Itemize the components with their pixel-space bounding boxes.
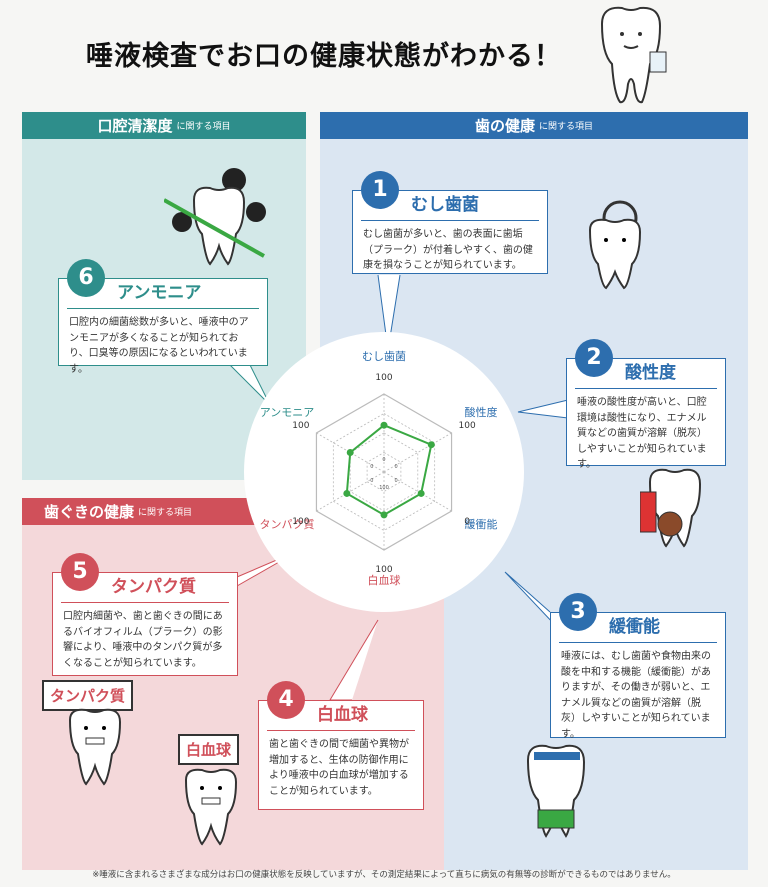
panel-header: 口腔清潔度に関する項目 [22, 112, 306, 139]
page-title: 唾液検査でお口の健康状態がわかる！ [86, 41, 562, 72]
radar-axis-max-label: 100 [375, 373, 392, 383]
card-text: 唾液の酸性度が高いと、口腔環境は酸性になり、エナメル質などの歯質が溶解（脱灰）し… [577, 397, 707, 470]
card-protein: 5 タンパク質 口腔内細菌や、歯と歯ぐきの間にあるバイオフィルム（プラーク）の影… [52, 553, 238, 676]
card-text: 口腔内細菌や、歯と歯ぐきの間にあるバイオフィルム（プラーク）の影響により、唾液中… [63, 611, 223, 669]
radar-axis-line [383, 471, 452, 512]
radar-axis-max-label: 100 [292, 421, 309, 431]
card-text: 唾液には、むし歯菌や食物由来の酸を中和する機能（緩衝能）がありますが、その働きが… [561, 651, 711, 740]
card-buffer-capacity: 3 かん しょう のう 緩衝能 唾液には、むし歯菌や食物由来の酸を中和する機能（… [550, 593, 726, 740]
card-title: 緩衝能 [559, 613, 717, 643]
radar-axis-line [316, 471, 385, 512]
panel-header: 歯の健康に関する項目 [320, 112, 748, 139]
radar-axis-label: アンモニア [260, 406, 315, 419]
radar-grid-ring [349, 432, 419, 512]
tooth-mascot-icon [184, 768, 238, 846]
number-badge: 4 [267, 681, 305, 719]
radar-axis-max-label: 100 [459, 421, 476, 431]
sign-wbc: 白血球 [178, 734, 240, 765]
number-badge: 2 [575, 339, 613, 377]
number-badge: 5 [61, 553, 99, 591]
radar-axis-center-label: 0 [370, 464, 373, 470]
radar-axis-label: タンパク質 [260, 517, 315, 531]
tooth-mascot-icon [640, 468, 702, 548]
card-acidity: 2 酸性度 唾液の酸性度が高いと、口腔環境は酸性になり、エナメル質などの歯質が溶… [566, 339, 726, 470]
panel-header: 歯ぐきの健康に関する項目 [22, 498, 272, 525]
card-title: タンパク質 [61, 573, 229, 603]
card-title: 酸性度 [575, 359, 717, 389]
card-ammonia: 6 アンモニア 口腔内の細菌総数が多いと、唾液中のアンモニアが多くなることが知ら… [58, 259, 268, 375]
radar-axis-label: 緩衝能 [464, 517, 497, 531]
number-badge: 1 [361, 171, 399, 209]
tooth-mascot-icon [164, 168, 266, 266]
card-text: 歯と歯ぐきの間で細菌や異物が増加すると、生体の防御作用により唾液中の白血球が増加… [269, 739, 409, 797]
tooth-mascot-icon [526, 744, 586, 838]
radar-grid-ring [332, 413, 436, 531]
radar-axis-center-label: 100 [379, 485, 389, 491]
radar-axis-label: 酸性度 [464, 405, 497, 419]
radar-grid-ring [366, 452, 402, 492]
card-caries-bacteria: 1 むし歯菌 むし歯菌が多いと、歯の表面に歯垢（プラーク）が付着しやすく、歯の健… [352, 171, 548, 274]
card-text: 口腔内の細菌総数が多いと、唾液中のアンモニアが多くなることが知られており、口臭等… [69, 317, 249, 375]
radar-axis-center-label: 0 [395, 478, 398, 484]
ruby-text: かん しょう のう [609, 621, 655, 628]
number-badge: 3 [559, 593, 597, 631]
radar-axis-center-label: 0 [395, 464, 398, 470]
radar-axis-label: 白血球 [368, 573, 401, 587]
radar-axis-center-label: 0 [370, 478, 373, 484]
tooth-mascot-icon [600, 6, 667, 104]
footnote: ※唾液に含まれるさまざまな成分はお口の健康状態を反映していますが、その測定結果に… [92, 870, 676, 880]
radar-axis-line [316, 432, 385, 473]
card-white-blood-cells: 4 白血球 歯と歯ぐきの間で細菌や異物が増加すると、生体の防御作用により唾液中の… [258, 681, 424, 810]
radar-point [343, 489, 351, 497]
card-title: アンモニア [67, 279, 259, 309]
card-title: 白血球 [267, 701, 415, 731]
radar-axis-max-label: 100 [375, 565, 392, 575]
tooth-mascot-icon [68, 708, 122, 786]
radar-chart: むし歯菌1000酸性度1000緩衝能00白血球100100タンパク質1000アン… [244, 332, 524, 612]
radar-axis-center-label: 0 [382, 457, 385, 463]
radar-point [427, 441, 435, 449]
radar-point [380, 511, 388, 519]
sign-protein: タンパク質 [42, 680, 134, 711]
radar-axis-max-label: 100 [292, 517, 309, 527]
radar-point [417, 489, 425, 497]
card-title: むし歯菌 [361, 191, 539, 221]
radar-point [346, 449, 354, 456]
radar-axis-max-label: 0 [464, 517, 470, 527]
number-badge: 6 [67, 259, 105, 297]
card-text: むし歯菌が多いと、歯の表面に歯垢（プラーク）が付着しやすく、歯の健康を損なうこと… [363, 229, 533, 271]
radar-point [380, 421, 388, 429]
radar-axis-line [383, 432, 452, 473]
tooth-mascot-icon [588, 200, 642, 290]
radar-axis-label: むし歯菌 [362, 350, 406, 363]
